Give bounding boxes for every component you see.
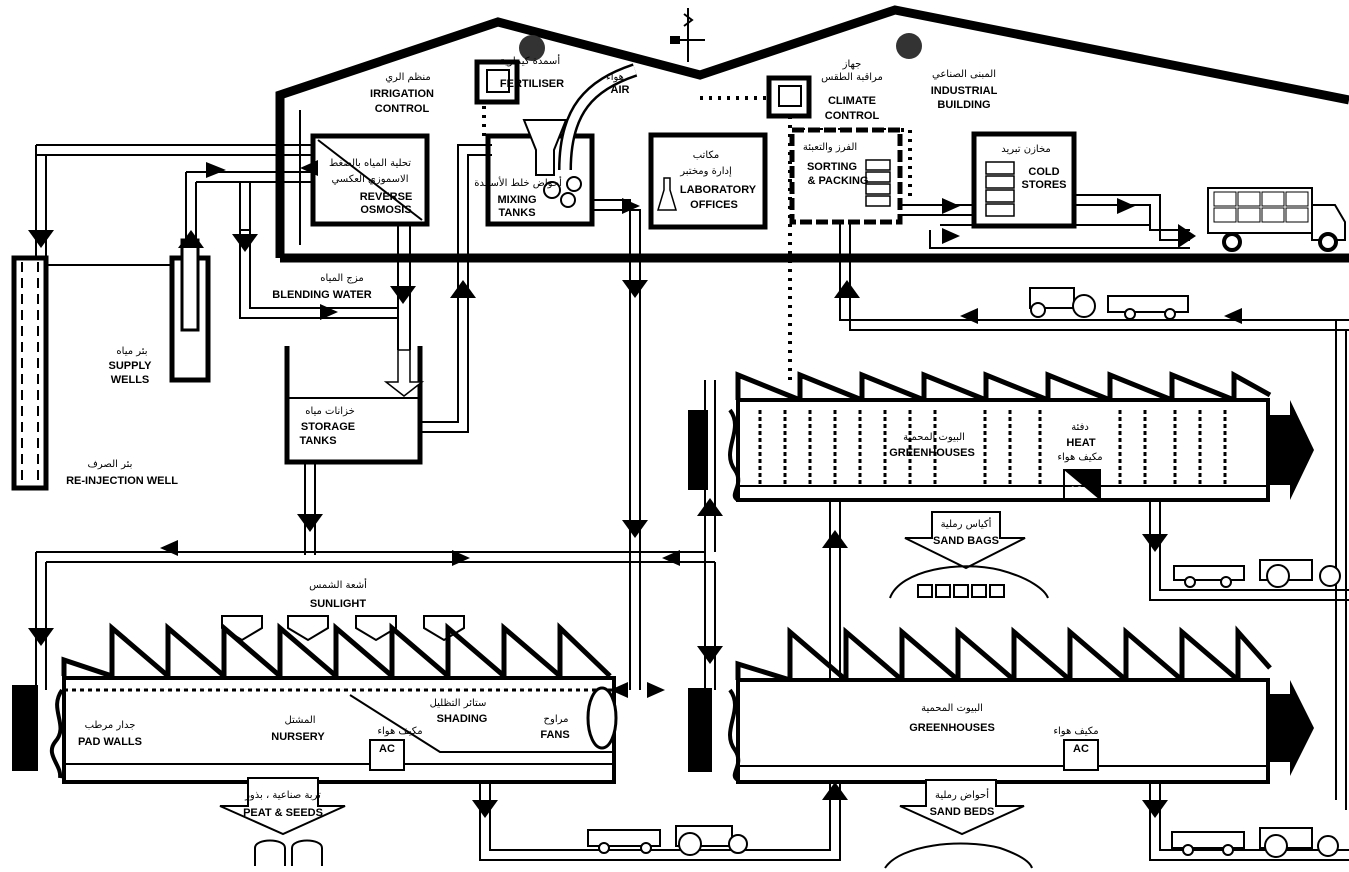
- industrial-building-ar: المبنى الصناعي: [932, 69, 996, 80]
- cold-stores-label: COLD: [1028, 166, 1059, 178]
- tractor-icon: [1174, 560, 1340, 587]
- reverse-osmosis-ar1: تحلية المياه بالضغط: [329, 158, 411, 169]
- nursery-ar: المشتل: [284, 715, 315, 726]
- sand-beds-label: SAND BEDS: [930, 806, 995, 818]
- pad-walls-label: PAD WALLS: [78, 736, 142, 748]
- sand-beds-ar: أحواض رملية: [935, 788, 989, 801]
- reinjection-well-ar: بئر الصرف: [88, 459, 133, 470]
- nursery-label: NURSERY: [271, 731, 325, 743]
- lower-greenhouses-ar: البيوت المحمية: [921, 703, 983, 714]
- cold-stores-ar: مخازن تبريد: [1001, 144, 1051, 155]
- sand-bags-tunnel-icon: [890, 566, 1048, 598]
- reinjection-well-label: RE-INJECTION WELL: [66, 475, 178, 487]
- reverse-osmosis-label: REVERSE: [360, 191, 413, 203]
- weather-vane-icon: [670, 8, 705, 62]
- reinjection-well: [14, 258, 46, 488]
- reverse-osmosis-label2: OSMOSIS: [360, 204, 411, 216]
- shading-label: SHADING: [437, 713, 488, 725]
- truck-icon: [1208, 188, 1345, 250]
- nursery-ac-ar: مكيف هواء: [377, 726, 422, 737]
- laboratory-ar2: إدارة ومختبر: [679, 166, 732, 177]
- sunlight-ar: أشعة الشمس: [309, 578, 367, 591]
- climate-control-label: CLIMATE: [828, 95, 876, 107]
- greenhouse-ac-ar: مكيف هواء: [1053, 726, 1098, 737]
- fertiliser-label: FERTILISER: [500, 78, 564, 90]
- heat-label: HEAT: [1066, 437, 1095, 449]
- sorting-label: SORTING: [807, 161, 857, 173]
- mixing-tanks-label2: TANKS: [498, 207, 535, 219]
- shading-ar: ستائر التظليل: [430, 698, 487, 709]
- peat-seeds-ar: تربة صناعية ، بذور: [244, 790, 321, 801]
- tunnel-icon: [885, 844, 1032, 868]
- reverse-osmosis-ar2: الاسموزي العكسي: [331, 174, 408, 185]
- laboratory-label: LABORATORY: [680, 184, 757, 196]
- heat-ar: دفئة: [1071, 422, 1089, 433]
- supply-wells-ar: بئر مياه: [116, 346, 147, 357]
- climate-control-ar2: مراقبة الطقس: [821, 72, 883, 83]
- laboratory-ar1: مكاتب: [693, 150, 720, 161]
- supply-well: [172, 240, 208, 380]
- upper-ac-label: AC: [1070, 485, 1083, 495]
- storage-tanks-label: STORAGE: [301, 421, 355, 433]
- irrigation-control-label: IRRIGATION: [370, 88, 434, 100]
- sand-bags-label: SAND BAGS: [933, 535, 999, 547]
- tractor-icon: [1030, 288, 1188, 319]
- lower-greenhouses-label: GREENHOUSES: [909, 722, 995, 734]
- fertiliser-ar: أسمدة كيماوية: [500, 54, 560, 67]
- supply-wells-label: SUPPLY: [108, 360, 152, 372]
- air-label: AIR: [611, 84, 630, 96]
- climate-monitor-icon: [769, 78, 809, 116]
- nursery-greenhouse: [12, 628, 616, 782]
- storage-tanks-label2: TANKS: [299, 435, 336, 447]
- packing-label: & PACKING: [808, 175, 869, 187]
- sorting-packing-ar: الفرز والتعبئة: [803, 142, 857, 153]
- mixing-tanks-ar: أحواض خلط الأسمدة: [474, 176, 562, 189]
- upper-greenhouse: [688, 375, 1314, 500]
- mixing-tanks-label: MIXING: [497, 194, 536, 206]
- sunlight-label: SUNLIGHT: [310, 598, 367, 610]
- industrial-building-label: INDUSTRIAL: [931, 85, 998, 97]
- nursery-ac-label: AC: [379, 743, 395, 755]
- peat-bags-icon: [255, 841, 322, 867]
- fans-ar: مراوح: [544, 714, 569, 725]
- lower-greenhouse: [688, 632, 1314, 782]
- fans-label: FANS: [540, 729, 569, 741]
- sand-bags-ar: أكياس رملية: [941, 517, 992, 530]
- heat-ac-ar: مكيف هواء: [1057, 452, 1102, 463]
- upper-greenhouses-ar: البيوت المحمية: [903, 432, 965, 443]
- pad-walls-ar: جدار مرطب: [85, 720, 136, 731]
- supply-wells-label2: WELLS: [111, 374, 150, 386]
- upper-greenhouses-label: GREENHOUSES: [889, 447, 975, 459]
- air-ar: هواء: [606, 72, 624, 83]
- industrial-building-label2: BUILDING: [937, 99, 990, 111]
- storage-tanks-ar: خزانات مياه: [305, 406, 355, 417]
- offices-label: OFFICES: [690, 199, 738, 211]
- vent-icon: [896, 33, 922, 59]
- cold-stores-label2: STORES: [1021, 179, 1066, 191]
- peat-seeds-sign: [220, 778, 345, 834]
- tractor-icon: [1172, 828, 1338, 857]
- blending-water-ar: مزج المياه: [320, 273, 363, 284]
- blending-water-label: BLENDING WATER: [272, 289, 371, 301]
- irrigation-control-label2: CONTROL: [375, 103, 430, 115]
- irrigation-control-ar: منظم الري: [385, 72, 431, 83]
- greenhouse-ac-label: AC: [1073, 743, 1089, 755]
- climate-control-label2: CONTROL: [825, 110, 880, 122]
- peat-seeds-label: PEAT & SEEDS: [243, 807, 323, 819]
- climate-control-ar1: جهاز: [842, 59, 862, 70]
